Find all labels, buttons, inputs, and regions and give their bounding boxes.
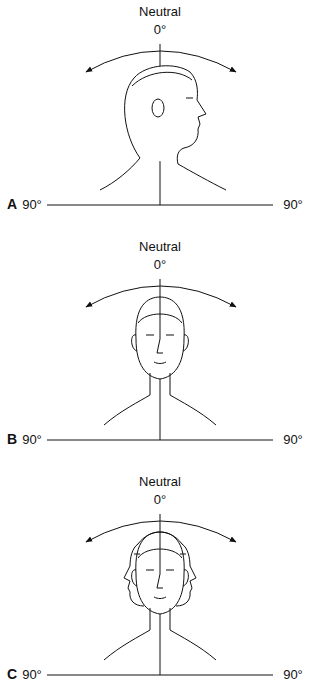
panel-letter: A [6,197,18,212]
position-label: Neutral [138,240,182,254]
angle-label: 90° [21,433,43,447]
angle-label: 90° [21,668,43,682]
angle-label: 90° [282,668,304,682]
angle-label: 0° [153,258,167,272]
angle-label: 90° [282,433,304,447]
panel-letter: B [6,432,18,447]
panel-letter: C [6,667,18,682]
angle-label: 0° [153,493,167,507]
position-label: Neutral [138,475,182,489]
angle-label: 90° [21,198,43,212]
position-label: Neutral [138,5,182,19]
angle-label: 0° [153,23,167,37]
angle-label: 90° [282,198,304,212]
